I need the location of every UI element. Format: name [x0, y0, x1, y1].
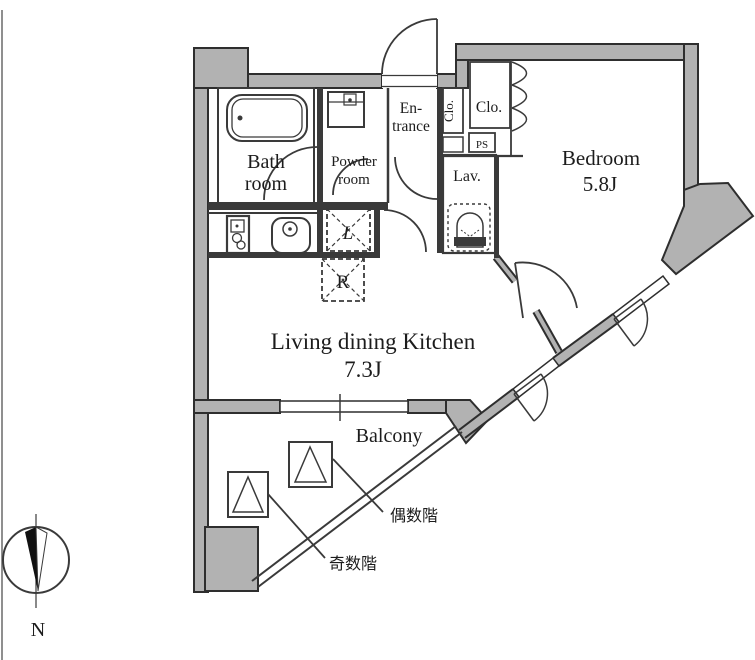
wall-left [193, 47, 209, 593]
floor-areas [208, 60, 684, 587]
entrance-label-line2: trance [392, 118, 430, 135]
washbasin-icon [327, 91, 365, 128]
wall-step [455, 59, 469, 89]
bathroom-label-line1: Bath [247, 151, 285, 173]
pipe-space-box [468, 132, 496, 153]
floor-leader-lines [267, 458, 384, 559]
wall-bottom-left [193, 399, 281, 414]
closet-hall-label: Clo. [441, 100, 456, 122]
powder-room-label-line1: Powder [331, 154, 377, 170]
ac-unit-icon [227, 471, 269, 518]
wall-diagonal-junction [445, 399, 490, 445]
laundry-box [326, 208, 371, 252]
bedroom-label: Bedroom [562, 146, 640, 170]
bathtub-icon [226, 94, 308, 142]
refrigerator-box [321, 258, 365, 302]
refrigerator-letter: R [337, 272, 350, 293]
ac-unit-icon-2 [288, 441, 333, 488]
entrance-door-arc [381, 18, 438, 75]
bedroom-size-label: 5.8J [583, 172, 617, 196]
balcony-railing [251, 425, 463, 588]
balcony-label: Balcony [356, 425, 423, 447]
wall-diagonal-corner [660, 181, 755, 276]
wall-top-left-block [193, 47, 249, 89]
bath-door-arc [263, 146, 318, 201]
powder-door-arc [332, 158, 369, 196]
entrance-doorway [382, 74, 437, 88]
pipe-space-label: PS [476, 139, 488, 151]
even-floors-label: 偶数階 [390, 506, 438, 525]
ldk-size-label: 7.3J [344, 357, 382, 382]
interior-partitions [208, 60, 523, 258]
closet-bifold-doors [511, 61, 528, 132]
bathroom-label-line2: room [245, 173, 288, 195]
door-arcs [263, 18, 578, 319]
bedroom-door-arc [514, 261, 578, 309]
wall-top-a [247, 73, 383, 89]
kitchen-sink-icon [271, 217, 311, 254]
compass-icon [2, 514, 70, 608]
bedroom-door-leaf [514, 262, 524, 319]
odd-floors-label: 奇数階 [329, 554, 377, 573]
ldk-door-arc [383, 209, 427, 253]
balcony-corner-block [204, 526, 259, 592]
outer-walls [193, 43, 755, 593]
ldk-label: Living dining Kitchen [271, 329, 476, 354]
powder-room-label-line2: room [338, 172, 370, 188]
north-label: N [31, 619, 45, 641]
window-swing-fans [513, 298, 649, 422]
entrance-label-line1: En- [400, 100, 422, 117]
wall-top-b [455, 43, 699, 61]
hall-door-arc [394, 156, 438, 200]
ldk-window [279, 394, 409, 421]
closet-bedroom-label: Clo. [476, 99, 502, 116]
diagonal-walls [458, 254, 620, 439]
laundry-letter: L [342, 223, 354, 244]
lavatory-label: Lav. [453, 168, 481, 185]
stove-icon [225, 214, 251, 255]
toilet-icon [447, 203, 491, 252]
